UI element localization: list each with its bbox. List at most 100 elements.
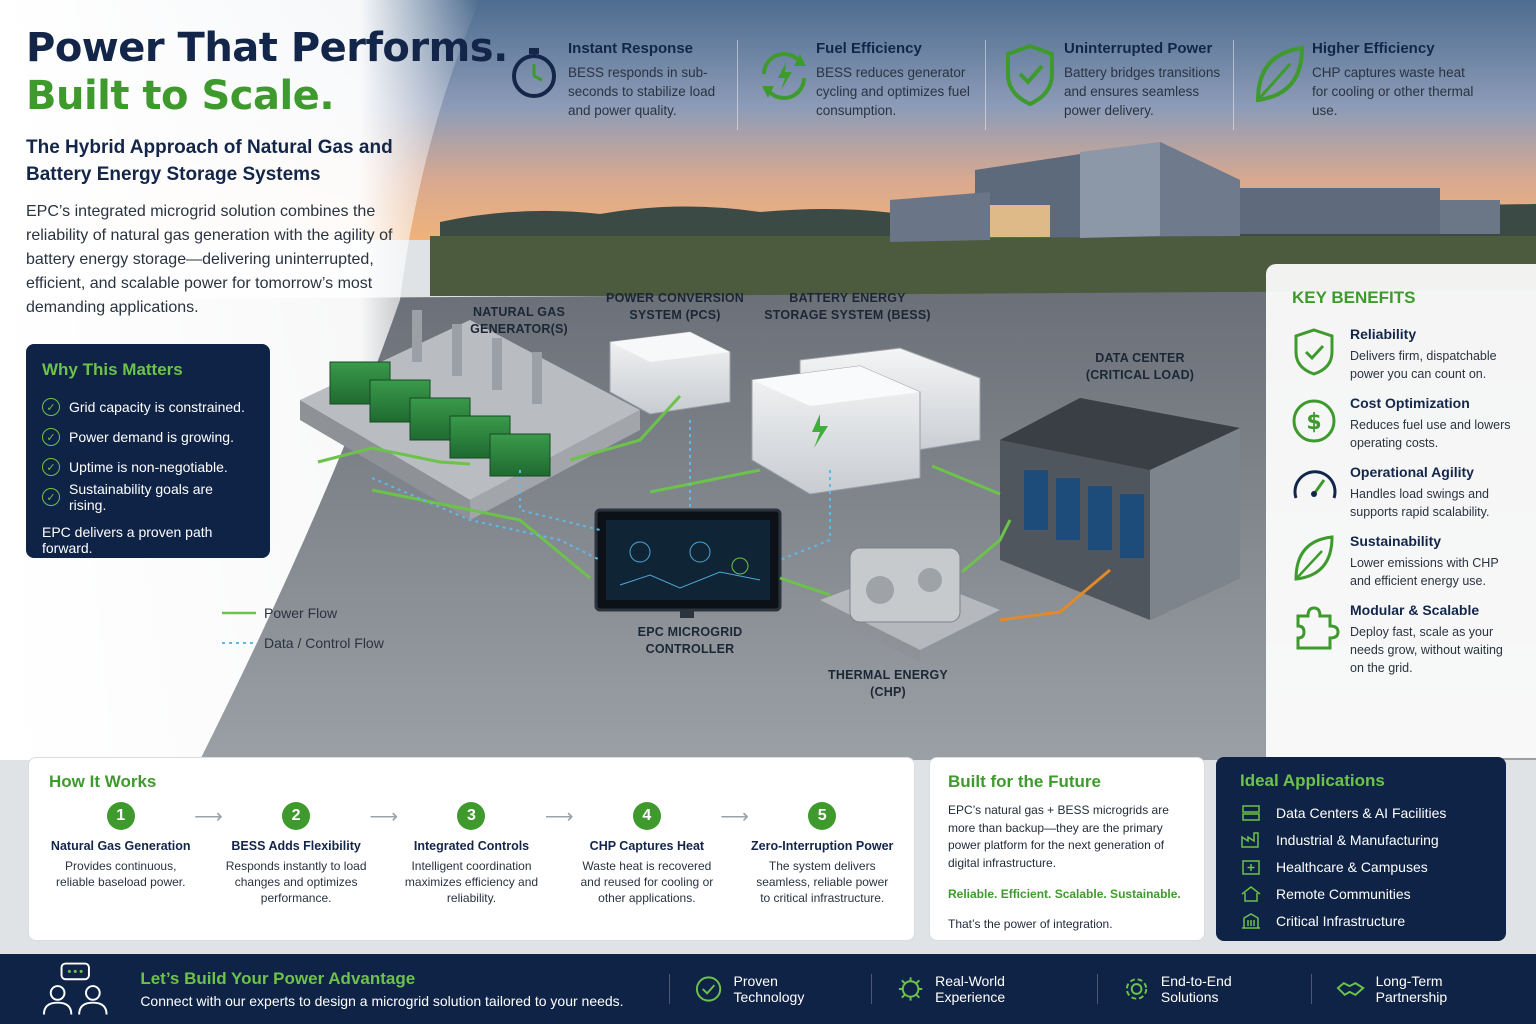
benefit-text: Reduces fuel use and lowers operating co…	[1350, 418, 1511, 450]
why-item: ✓ Uptime is non-negotiable.	[42, 452, 254, 482]
benefit-text: Lower emissions with CHP and efficient e…	[1350, 556, 1499, 588]
feature-fuel-efficiency: Fuel Efficiency BESS reduces generator c…	[748, 40, 986, 130]
pillar-label: Long-Term Partnership	[1375, 973, 1448, 1005]
chp-unit	[820, 547, 1000, 662]
how-it-works-card: How It Works 1 Natural Gas Generation Pr…	[28, 757, 915, 941]
building-icon	[1242, 912, 1260, 929]
generator-array	[300, 310, 640, 520]
benefit-text: Delivers firm, dispatchable power you ca…	[1350, 349, 1497, 381]
title-line-2: Built to Scale.	[26, 73, 335, 119]
app-label: Industrial & Manufacturing	[1276, 831, 1439, 848]
page-subtitle: The Hybrid Approach of Natural Gas and B…	[26, 137, 393, 185]
feature-title: Instant Response	[568, 40, 694, 57]
check-icon: ✓	[42, 398, 60, 416]
gauge-icon	[1293, 470, 1337, 499]
footer-bar: Let’s Build Your Power Advantage Connect…	[0, 954, 1536, 1024]
handshake-icon	[1336, 982, 1366, 997]
pillar-label: Proven Technology	[733, 973, 805, 1005]
apps-title: Ideal Applications	[1240, 771, 1385, 790]
globe-network-icon	[898, 977, 923, 1001]
benefit-title: Modular & Scalable	[1350, 602, 1480, 618]
why-item-text: Grid capacity is constrained.	[69, 399, 245, 415]
app-label: Healthcare & Campuses	[1276, 858, 1428, 875]
feature-title: Fuel Efficiency	[816, 40, 922, 57]
why-footer: EPC delivers a proven path forward.	[42, 524, 213, 556]
future-tagline: Reliable. Efficient. Scalable. Sustainab…	[948, 887, 1181, 901]
app-item: Remote Communities	[1240, 880, 1482, 907]
hospital-icon	[1242, 859, 1260, 875]
future-closing: That’s the power of integration.	[948, 916, 1113, 931]
built-for-future-card: Built for the Future EPC’s natural gas +…	[929, 757, 1205, 941]
app-label: Data Centers & AI Facilities	[1276, 804, 1447, 821]
feature-instant-response: Instant Response BESS responds in sub-se…	[500, 40, 738, 130]
why-item: ✓ Grid capacity is constrained.	[42, 392, 254, 422]
benefit-text: Deploy fast, scale as your needs grow, w…	[1350, 625, 1503, 675]
step-number: 2	[282, 802, 311, 830]
legend-power-label: Power Flow	[264, 605, 338, 621]
step-title: CHP Captures Heat	[589, 839, 705, 853]
shield-check-icon	[1294, 328, 1334, 376]
svg-text:$: $	[1306, 410, 1321, 435]
future-title: Built for the Future	[948, 772, 1101, 791]
step-item: 3 Integrated Controls Intelligent coordi…	[400, 802, 543, 906]
how-title: How It Works	[49, 772, 157, 791]
feature-text: BESS reduces generator cycling and optim…	[816, 65, 970, 118]
feature-text: Battery bridges transitions and ensures …	[1064, 65, 1221, 118]
leaf-icon	[1255, 45, 1305, 103]
house-icon	[1241, 885, 1261, 902]
why-title: Why This Matters	[42, 360, 183, 379]
feature-uninterrupted-power: Uninterrupted Power Battery bridges tran…	[996, 40, 1234, 130]
app-item: Critical Infrastructure	[1240, 907, 1482, 934]
data-flow-lines	[371, 420, 831, 561]
step-title: Zero-Interruption Power	[751, 839, 894, 853]
why-item-text: Uptime is non-negotiable.	[69, 459, 228, 475]
step-item: 4 CHP Captures Heat Waste heat is recove…	[575, 802, 718, 906]
label-data-center: DATA CENTER(CRITICAL LOAD)	[1085, 351, 1195, 382]
pillar-label: Real-World Experience	[935, 973, 1006, 1005]
label-chp: THERMAL ENERGY(CHP)	[828, 668, 948, 699]
check-icon: ✓	[42, 488, 60, 506]
app-item: Data Centers & AI Facilities	[1240, 799, 1482, 826]
shield-check-icon	[1006, 43, 1054, 107]
step-title: Natural Gas Generation	[50, 839, 191, 853]
recycle-bolt-icon	[762, 52, 806, 100]
step-title: BESS Adds Flexibility	[231, 839, 361, 853]
dollar-icon: $	[1292, 399, 1336, 443]
check-icon: ✓	[42, 458, 60, 476]
data-center-building	[1000, 398, 1240, 620]
legend-data-flow: Data / Control Flow	[222, 628, 384, 658]
pillar-proven-technology: Proven Technology	[669, 973, 871, 1005]
footer-cta: Let’s Build Your Power Advantage Connect…	[140, 969, 649, 1009]
step-number: 3	[457, 802, 486, 830]
future-body: EPC’s natural gas + BESS microgrids are …	[948, 803, 1169, 870]
app-item: Industrial & Manufacturing	[1240, 826, 1482, 853]
campus-building	[890, 142, 1500, 242]
leaf-icon	[1294, 535, 1334, 581]
power-flow-swatch	[222, 611, 256, 615]
step-item: 5 Zero-Interruption Power The system del…	[751, 802, 894, 906]
stopwatch-icon	[512, 48, 556, 98]
step-item: 1 Natural Gas Generation Provides contin…	[49, 802, 192, 906]
benefit-title: Reliability	[1350, 326, 1417, 342]
benefit-title: Operational Agility	[1350, 464, 1474, 480]
step-text: The system delivers seamless, reliable p…	[756, 859, 889, 905]
server-icon	[1242, 804, 1260, 821]
step-text: Intelligent coordination maximizes effic…	[404, 859, 539, 905]
benefit-title: Sustainability	[1350, 533, 1442, 549]
factory-icon	[1241, 831, 1259, 848]
pcs-cabinet	[609, 331, 731, 415]
app-label: Critical Infrastructure	[1276, 912, 1406, 929]
power-flow-lines	[317, 394, 1012, 597]
puzzle-icon	[1296, 606, 1340, 650]
steps-row: 1 Natural Gas Generation Provides contin…	[49, 802, 894, 906]
page-title: Power That Performs. Built to Scale.	[26, 24, 508, 120]
why-item: ✓Power demand is growing.	[42, 422, 254, 452]
why-item: ✓Sustainability goals are rising.	[42, 481, 254, 513]
